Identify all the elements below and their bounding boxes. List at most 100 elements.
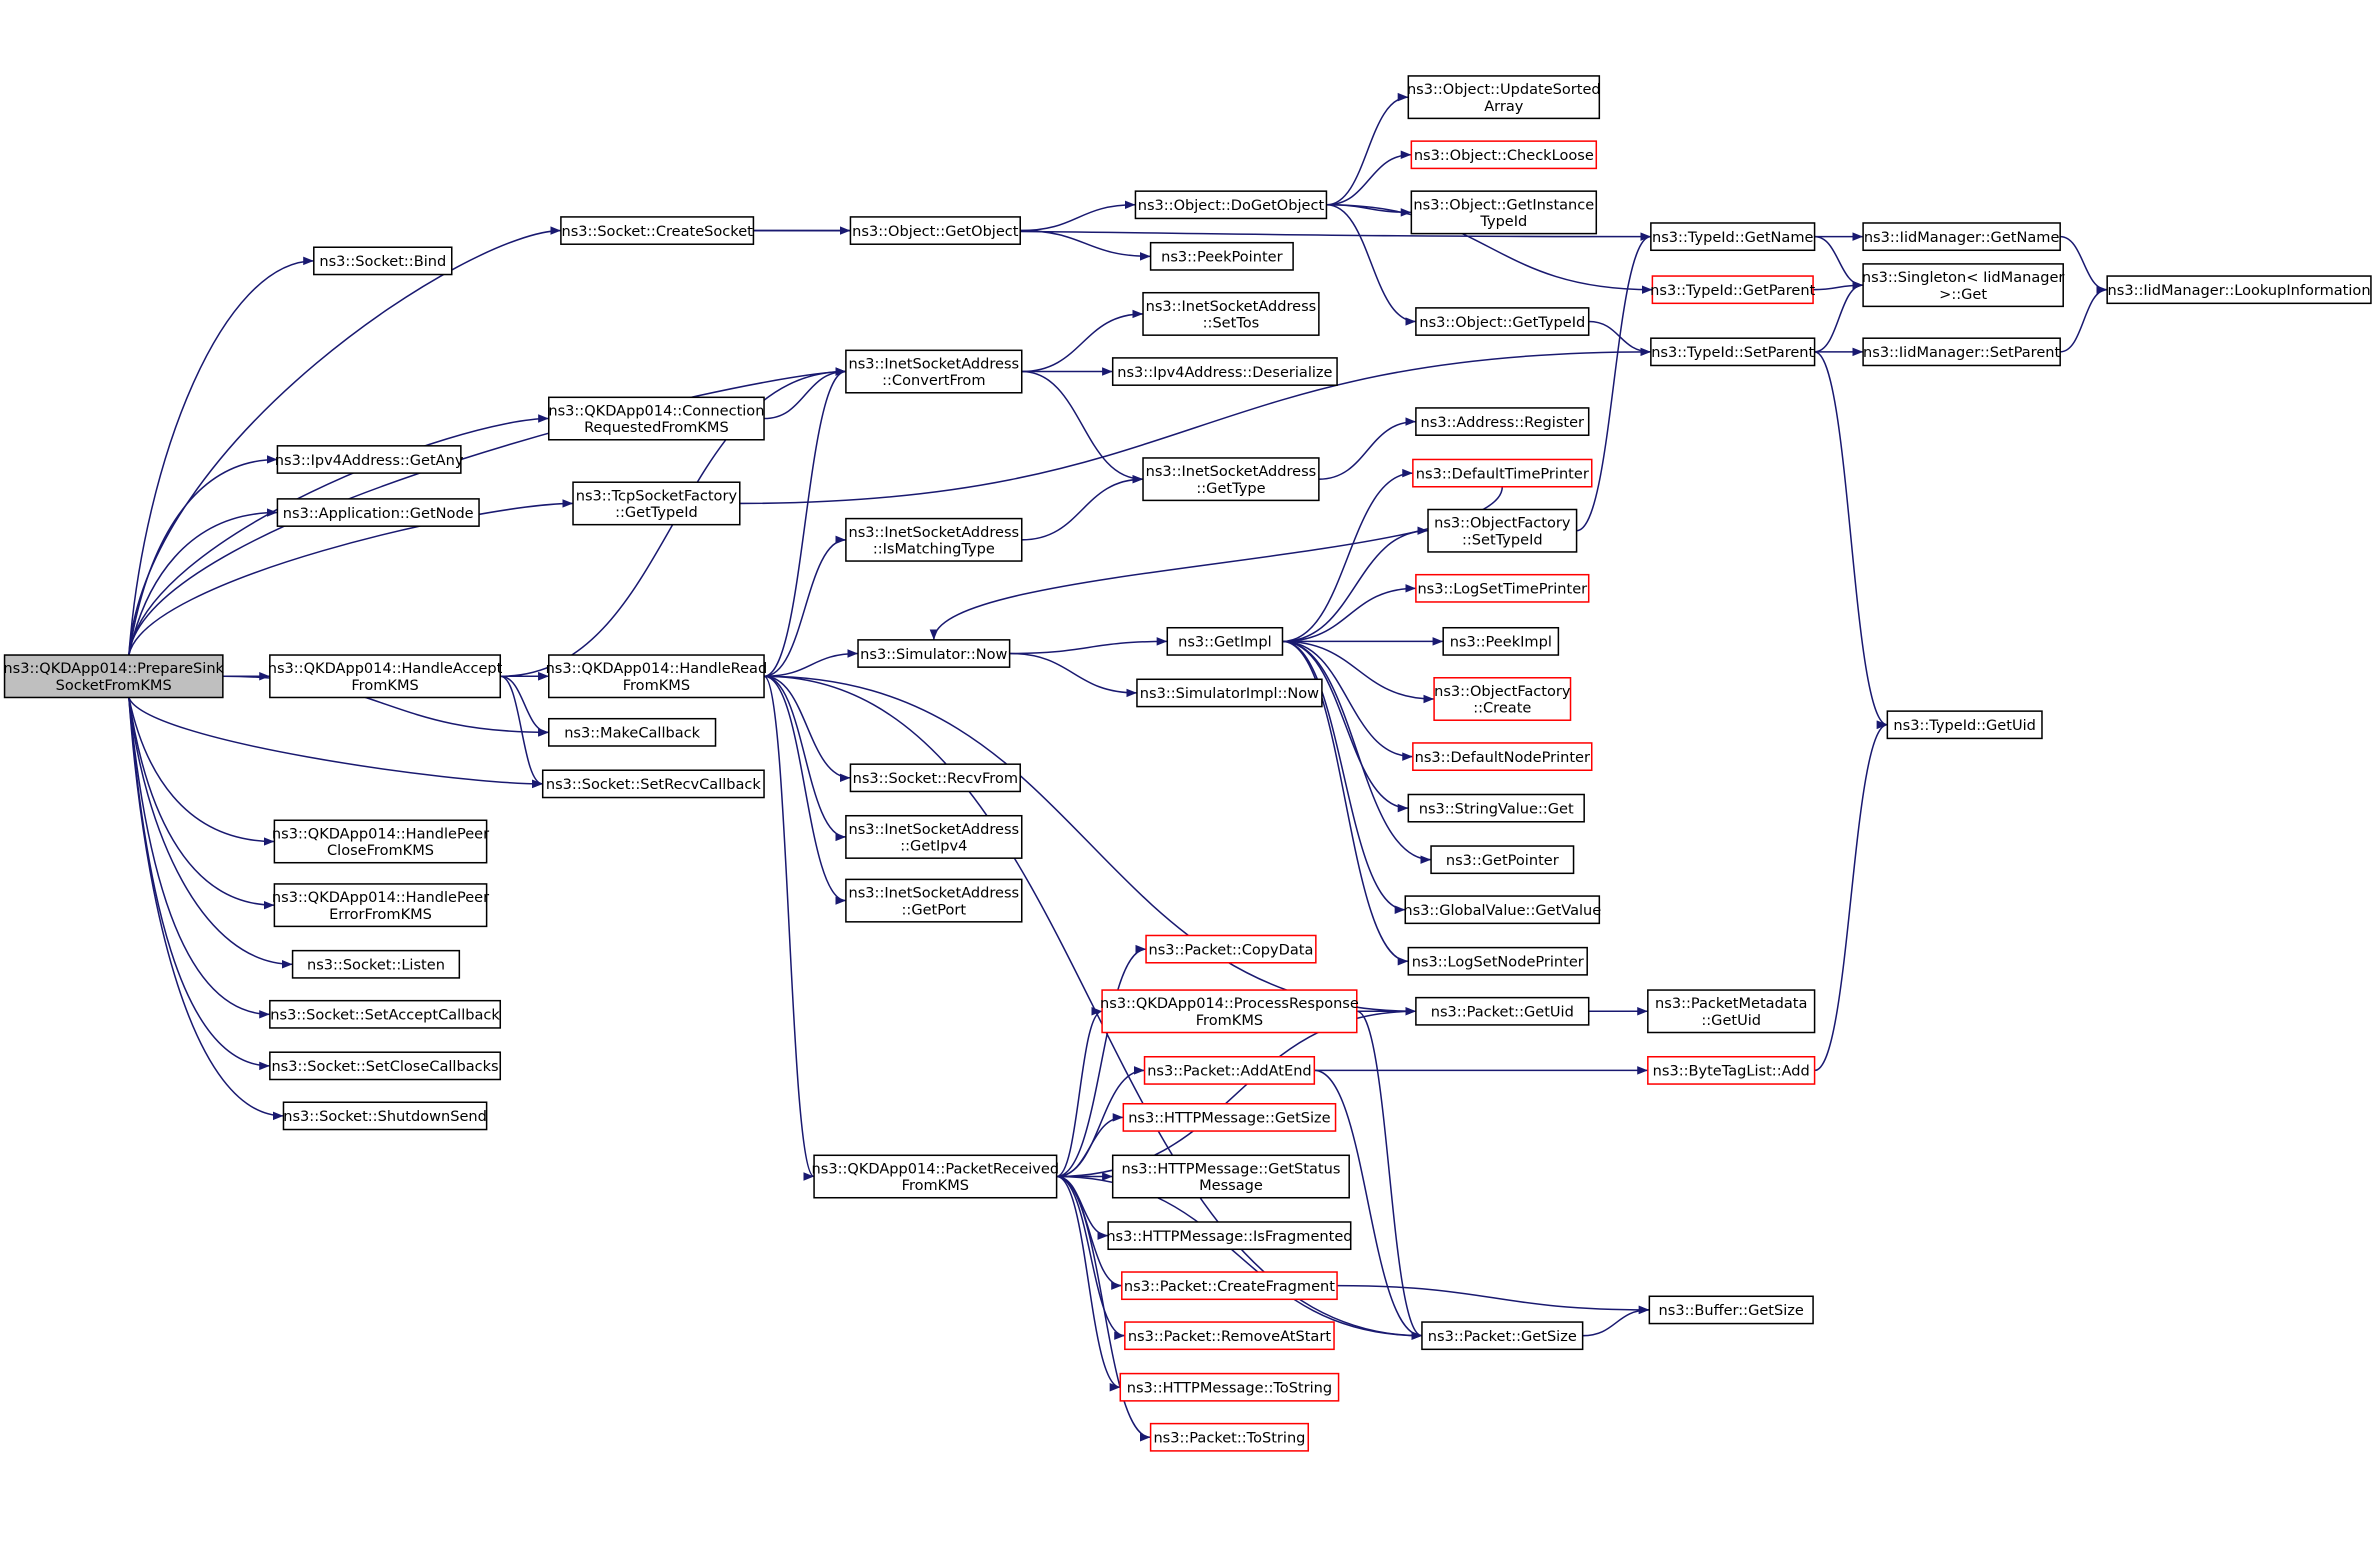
node-createsocket[interactable]: ns3::Socket::CreateSocket bbox=[560, 216, 755, 245]
node-setaccept[interactable]: ns3::Socket::SetAcceptCallback bbox=[269, 999, 502, 1029]
node-iidsetparent[interactable]: ns3::IidManager::SetParent bbox=[1862, 337, 2061, 367]
node-dogetobject[interactable]: ns3::Object::DoGetObject bbox=[1134, 190, 1328, 220]
node-logsetnode[interactable]: ns3::LogSetNodePrinter bbox=[1407, 946, 1588, 976]
edge-simnow-to-getimpl bbox=[1009, 637, 1168, 655]
edge-prepare-to-shutdown bbox=[128, 697, 284, 1121]
node-recvfrom[interactable]: ns3::Socket::RecvFrom bbox=[849, 763, 1021, 793]
node-getnode[interactable]: ns3::Application::GetNode bbox=[276, 498, 480, 527]
node-label: ns3::StringValue::Get bbox=[1419, 800, 1574, 817]
node-deserialize[interactable]: ns3::Ipv4Address::Deserialize bbox=[1111, 357, 1338, 386]
node-ofsettypeid[interactable]: ns3::ObjectFactory::SetTypeId bbox=[1427, 508, 1578, 553]
node-settos[interactable]: ns3::InetSocketAddress::SetTos bbox=[1142, 291, 1320, 336]
edge-tidsetparent-to-tidgetuid bbox=[1814, 351, 1888, 729]
node-peekpointer[interactable]: ns3::PeekPointer bbox=[1149, 241, 1294, 271]
node-gvgetvalue[interactable]: ns3::GlobalValue::GetValue bbox=[1403, 895, 1601, 925]
node-getport[interactable]: ns3::InetSocketAddress::GetPort bbox=[845, 878, 1023, 923]
node-tidsetparent[interactable]: ns3::TypeId::SetParent bbox=[1650, 337, 1816, 367]
node-label: ns3::IidManager::LookupInformation bbox=[2108, 282, 2371, 299]
node-btladd[interactable]: ns3::ByteTagList::Add bbox=[1647, 1055, 1816, 1085]
node-deftimeprinter[interactable]: ns3::DefaultTimePrinter bbox=[1412, 458, 1593, 488]
node-logsettime[interactable]: ns3::LogSetTimePrinter bbox=[1415, 573, 1590, 603]
node-gettype[interactable]: ns3::InetSocketAddress::GetType bbox=[1142, 457, 1320, 502]
node-box bbox=[1407, 793, 1585, 823]
node-label: ns3::QKDApp014::HandlePeer bbox=[272, 889, 489, 906]
edge-hread-to-getport bbox=[763, 675, 847, 905]
node-label: ns3::Packet::ToString bbox=[1153, 1430, 1305, 1447]
edge-prepare-to-peererror bbox=[128, 697, 275, 910]
node-getany[interactable]: ns3::Ipv4Address::GetAny bbox=[275, 445, 464, 474]
node-tidgetname[interactable]: ns3::TypeId::GetName bbox=[1650, 222, 1816, 252]
node-tidgetuid[interactable]: ns3::TypeId::GetUid bbox=[1886, 710, 2043, 740]
edge-hread-to-recvfrom bbox=[764, 675, 851, 783]
node-box bbox=[1111, 357, 1338, 386]
node-label: ns3::Object::DoGetObject bbox=[1138, 197, 1325, 214]
node-box bbox=[1410, 140, 1598, 170]
node-pktgetsize[interactable]: ns3::Packet::GetSize bbox=[1421, 1321, 1584, 1351]
node-simimplnow[interactable]: ns3::SimulatorImpl::Now bbox=[1136, 678, 1323, 708]
node-convertfrom[interactable]: ns3::InetSocketAddress::ConvertFrom bbox=[845, 349, 1023, 394]
node-label: ::IsMatchingType bbox=[873, 540, 995, 557]
edge-ismatching-to-gettype bbox=[1021, 474, 1144, 541]
node-addrregister[interactable]: ns3::Address::Register bbox=[1415, 407, 1590, 436]
node-setrecv[interactable]: ns3::Socket::SetRecvCallback bbox=[541, 769, 765, 799]
node-ofcreate[interactable]: ns3::ObjectFactory::Create bbox=[1433, 677, 1572, 721]
node-pkttostring[interactable]: ns3::Packet::ToString bbox=[1149, 1422, 1310, 1452]
node-box bbox=[1136, 678, 1323, 708]
node-connreq[interactable]: ns3::QKDApp014::ConnectionRequestedFromK… bbox=[548, 396, 765, 441]
node-label: ns3::QKDApp014::PrepareSink bbox=[3, 660, 224, 677]
edge-getimpl-to-deftimeprinter bbox=[1282, 468, 1413, 643]
node-createfrag[interactable]: ns3::Packet::CreateFragment bbox=[1121, 1271, 1338, 1301]
node-setclose[interactable]: ns3::Socket::SetCloseCallbacks bbox=[269, 1051, 502, 1081]
node-singleton[interactable]: ns3::Singleton< IidManager>::Get bbox=[1862, 263, 2065, 308]
node-getimpl[interactable]: ns3::GetImpl bbox=[1166, 626, 1284, 656]
node-label: ns3::InetSocketAddress bbox=[848, 356, 1019, 373]
node-tidgetparent[interactable]: ns3::TypeId::GetParent bbox=[1650, 275, 1816, 305]
node-lookup[interactable]: ns3::IidManager::LookupInformation bbox=[2106, 275, 2372, 305]
node-checkloose[interactable]: ns3::Object::CheckLoose bbox=[1410, 140, 1598, 170]
edge-pktrecv-to-httptostring bbox=[1056, 1175, 1121, 1392]
node-getpointer[interactable]: ns3::GetPointer bbox=[1430, 845, 1575, 875]
node-listen[interactable]: ns3::Socket::Listen bbox=[291, 949, 461, 979]
node-removeatstart[interactable]: ns3::Packet::RemoveAtStart bbox=[1124, 1321, 1335, 1351]
node-box bbox=[1166, 626, 1284, 656]
node-label: ns3::InetSocketAddress bbox=[848, 885, 1019, 902]
node-objgettypeid[interactable]: ns3::Object::GetTypeId bbox=[1415, 307, 1590, 336]
node-box bbox=[548, 654, 765, 699]
edge-hread-to-pktrecv bbox=[763, 675, 815, 1181]
node-httpfrag[interactable]: ns3::HTTPMessage::IsFragmented bbox=[1106, 1221, 1353, 1251]
node-getipv4[interactable]: ns3::InetSocketAddress::GetIpv4 bbox=[845, 814, 1023, 859]
node-tcpfactory[interactable]: ns3::TcpSocketFactory::GetTypeId bbox=[572, 481, 741, 526]
node-pktgetuid[interactable]: ns3::Packet::GetUid bbox=[1415, 996, 1590, 1026]
node-copydata[interactable]: ns3::Packet::CopyData bbox=[1145, 934, 1317, 964]
node-simnow[interactable]: ns3::Simulator::Now bbox=[857, 639, 1011, 668]
node-defnodeprinter[interactable]: ns3::DefaultNodePrinter bbox=[1412, 742, 1593, 771]
node-iidgetname[interactable]: ns3::IidManager::GetName bbox=[1862, 222, 2061, 252]
edge-tcpfactory-to-tidsetparent bbox=[739, 347, 1651, 505]
node-bufgetsize[interactable]: ns3::Buffer::GetSize bbox=[1648, 1295, 1814, 1325]
node-shutdown[interactable]: ns3::Socket::ShutdownSend bbox=[282, 1101, 488, 1131]
node-httptostring[interactable]: ns3::HTTPMessage::ToString bbox=[1119, 1372, 1340, 1402]
node-httpgetsize[interactable]: ns3::HTTPMessage::GetSize bbox=[1122, 1102, 1337, 1132]
node-peekimpl[interactable]: ns3::PeekImpl bbox=[1442, 626, 1560, 656]
edge-getimpl-to-ofcreate bbox=[1282, 640, 1435, 704]
node-strvalget[interactable]: ns3::StringValue::Get bbox=[1407, 793, 1585, 823]
node-makecb[interactable]: ns3::MakeCallback bbox=[548, 717, 717, 747]
edge-pktrecv-to-procresp bbox=[1056, 1007, 1103, 1178]
node-pmgetuid[interactable]: ns3::PacketMetadata::GetUid bbox=[1647, 989, 1816, 1034]
node-label: ns3::DefaultNodePrinter bbox=[1415, 749, 1590, 766]
node-bind[interactable]: ns3::Socket::Bind bbox=[313, 246, 453, 276]
node-getobject[interactable]: ns3::Object::GetObject bbox=[849, 216, 1021, 245]
node-addatend[interactable]: ns3::Packet::AddAtEnd bbox=[1143, 1055, 1316, 1085]
node-box bbox=[541, 769, 765, 799]
node-ismatching[interactable]: ns3::InetSocketAddress::IsMatchingType bbox=[845, 517, 1023, 562]
